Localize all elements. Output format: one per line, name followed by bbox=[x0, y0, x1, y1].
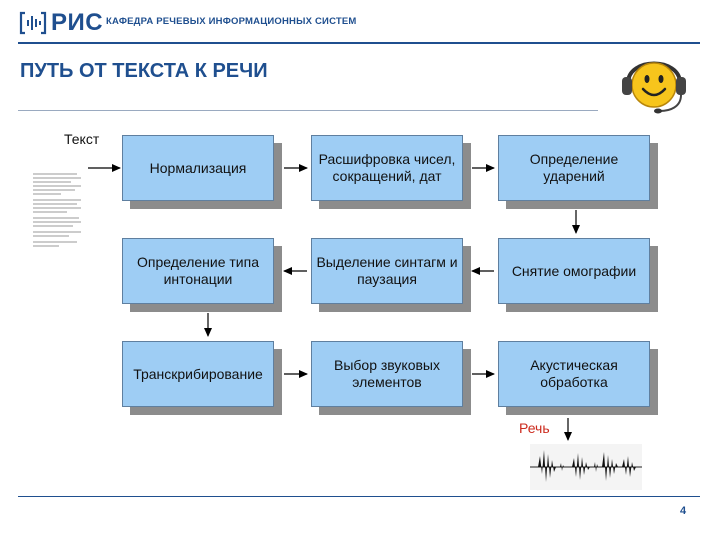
step-transcription: Транскрибирование bbox=[122, 341, 274, 407]
step-normalization: Нормализация bbox=[122, 135, 274, 201]
step-homograph-resolution: Снятие омографии bbox=[498, 238, 650, 304]
logo-waveform-icon bbox=[19, 11, 47, 35]
slide-title: ПУТЬ ОТ ТЕКСТА К РЕЧИ bbox=[20, 60, 268, 82]
step-stress-assignment: Определение ударений bbox=[498, 135, 650, 201]
footer-divider bbox=[18, 496, 700, 497]
title-underline bbox=[18, 110, 598, 111]
step-intonation-type: Определение типа интонации bbox=[122, 238, 274, 304]
logo: РИС bbox=[18, 9, 104, 36]
step-sound-unit-selection: Выбор звуковых элементов bbox=[311, 341, 463, 407]
department-name: КАФЕДРА РЕЧЕВЫХ ИНФОРМАЦИОННЫХ СИСТЕМ bbox=[106, 16, 357, 27]
step-syntagm-pausing: Выделение синтагм и паузация bbox=[311, 238, 463, 304]
headset-smiley-icon bbox=[622, 61, 686, 114]
input-text-label: Текст bbox=[64, 131, 100, 147]
speech-waveform-icon bbox=[530, 444, 642, 490]
output-speech-label: Речь bbox=[519, 420, 550, 436]
header-divider bbox=[18, 42, 700, 44]
page-number: 4 bbox=[680, 505, 687, 517]
step-acoustic-processing: Акустическая обработка bbox=[498, 341, 650, 407]
step-number-expansion: Расшифровка чисел, сокращений, дат bbox=[311, 135, 463, 201]
document-thumbnail-icon bbox=[33, 173, 81, 247]
logo-text: РИС bbox=[51, 9, 104, 36]
